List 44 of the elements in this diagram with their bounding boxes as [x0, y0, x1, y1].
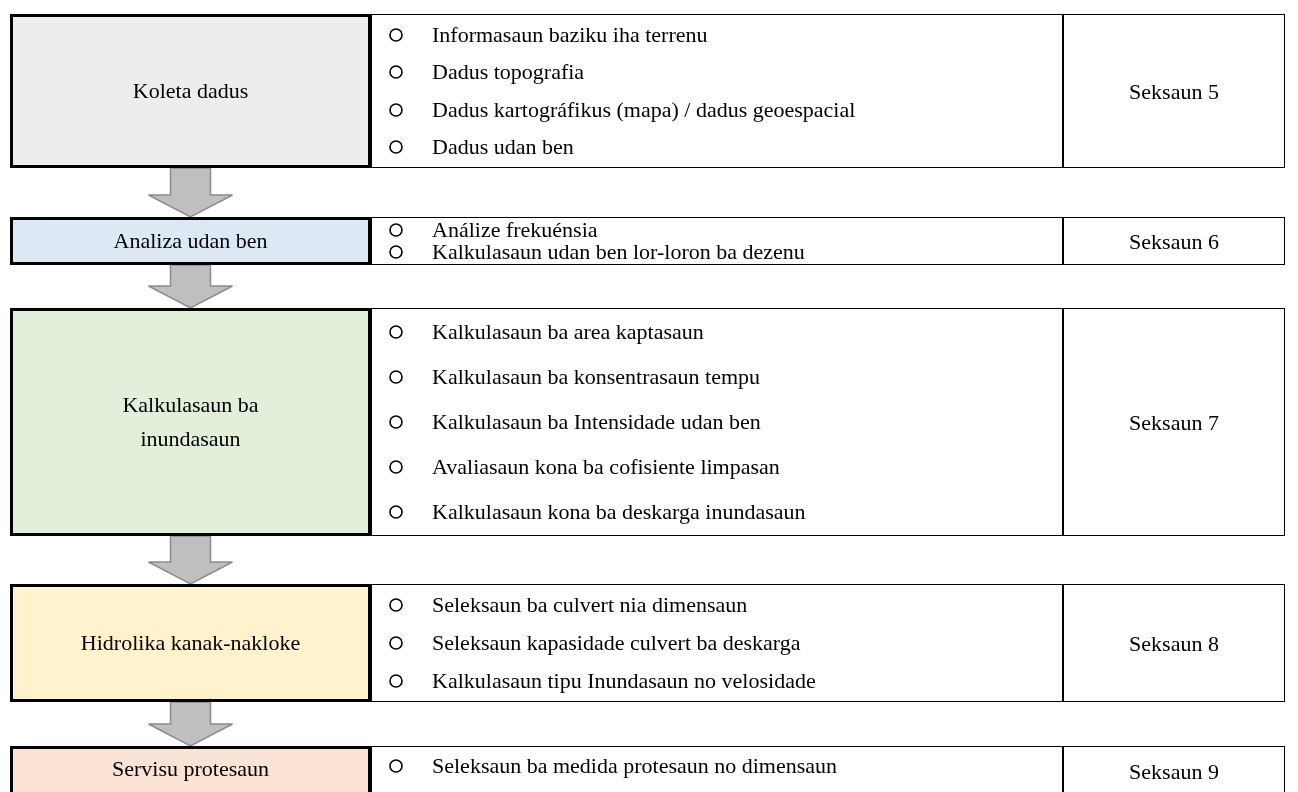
section-cell [1063, 14, 1285, 168]
list-item-text: Kalkulasaun tipu Inundasaun no velosidade [432, 670, 816, 692]
process-box [10, 584, 371, 702]
step-label: Servisu protesaun [112, 755, 269, 783]
step-label: Kalkulasaun ba inundasaun [121, 391, 260, 453]
list-item-text: Seleksaun ba culvert nia dimensaun [432, 594, 748, 616]
list-item-text: Seleksaun ba medida protesaun no dimensaun [432, 755, 838, 777]
step-label: Hidrolika kanak-nakloke [80, 629, 301, 657]
section-label: Seksaun 7 [1129, 408, 1219, 437]
list-item-text: Kalkulasaun kona ba deskarga inundasaun [432, 500, 806, 523]
process-box [10, 14, 371, 168]
description-cell [371, 308, 1063, 536]
block-arrow [147, 167, 234, 218]
list-item-text: Análize frekuénsia [432, 219, 598, 241]
process-box [10, 308, 371, 536]
block-arrow [147, 701, 234, 747]
list-item-text: Dadus kartográfikus (mapa) / dadus geoespacial [432, 98, 856, 121]
section-label: Seksaun 9 [1129, 758, 1219, 786]
block-arrow [147, 535, 234, 585]
section-cell [1063, 217, 1285, 265]
list-item-text: Kalkulasaun ba area kaptasaun [432, 321, 704, 344]
section-label: Seksaun 5 [1129, 77, 1219, 106]
process-box [10, 217, 371, 265]
list-item-text: Dadus udan ben [432, 136, 574, 159]
list-item-text: Informasaun baziku iha terrenu [432, 23, 708, 46]
section-cell [1063, 308, 1285, 536]
process-box [10, 746, 371, 792]
step-label: Koleta dadus [132, 77, 249, 105]
list-item-text: Dadus topografia [432, 61, 585, 84]
section-cell [1063, 746, 1285, 792]
list-item-text: Avaliasaun kona ba cofisiente limpasan [432, 455, 780, 478]
step-label: Analiza udan ben [113, 227, 268, 255]
block-arrow [147, 264, 234, 309]
list-item-text: Kalkulasaun udan ben lor-loron ba dezenu [432, 241, 805, 263]
section-cell [1063, 584, 1285, 702]
section-label: Seksaun 6 [1129, 227, 1219, 256]
list-item-text: Kalkulasaun ba konsentrasaun tempu [432, 366, 761, 389]
section-label: Seksaun 8 [1129, 629, 1219, 658]
description-cell [371, 584, 1063, 702]
description-cell [371, 746, 1063, 792]
list-item-text: Seleksaun kapasidade culvert ba deskarga [432, 632, 801, 654]
description-cell [371, 217, 1063, 265]
list-item-text: Kalkulasaun ba Intensidade udan ben [432, 411, 761, 433]
description-cell [371, 14, 1063, 168]
